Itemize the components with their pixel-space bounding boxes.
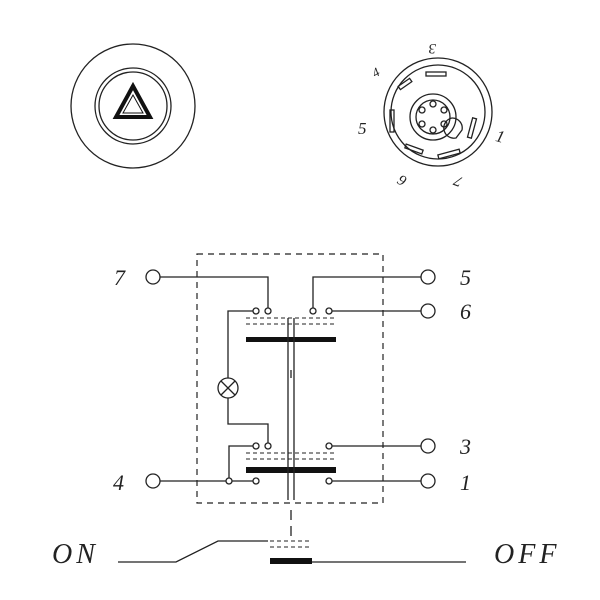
contact-point [252, 442, 260, 450]
lower-contact-bar [246, 467, 336, 473]
wire-lamp-upper [227, 310, 256, 378]
hazard-button-front-view [70, 43, 196, 169]
switch-position-indicator: ON OFF [52, 539, 560, 570]
actuator-shaft [287, 318, 295, 536]
center-pin [418, 106, 426, 114]
center-pin [440, 106, 448, 114]
terminal-3: 3 [420, 434, 471, 459]
contact-point [264, 442, 272, 450]
contact-point [325, 307, 333, 315]
position-label-on: ON [52, 539, 99, 570]
junction-point [225, 477, 233, 485]
pin-label-5: 5 [358, 119, 367, 138]
connector-outer-ring [383, 57, 493, 167]
switch-housing-outline [196, 253, 384, 504]
connector-center-recess [415, 99, 451, 135]
connector-rear-view: 3 4 5 1 6 7 [358, 40, 507, 189]
blade-contact [425, 71, 447, 77]
pin-label-7: 7 [451, 171, 465, 189]
wire-terminal-7 [160, 276, 269, 311]
center-pin [429, 100, 437, 108]
upper-contact-bar [246, 337, 336, 342]
button-inner-ring [94, 67, 172, 145]
connector-inner-ring [390, 64, 486, 160]
lower-contact-set [225, 442, 336, 485]
terminal-label-3: 3 [459, 434, 471, 459]
keying-notch [443, 117, 463, 139]
wire-terminal-4-branch [228, 445, 256, 481]
button-cap [98, 71, 168, 141]
terminal-7: 7 [114, 265, 161, 290]
contact-point [325, 442, 333, 450]
terminal-label-4: 4 [113, 470, 124, 495]
center-pin [429, 126, 437, 134]
pin-label-1: 1 [494, 126, 507, 147]
blade-contact [466, 117, 478, 139]
contact-point [264, 307, 272, 315]
wire-terminal-5 [312, 276, 421, 311]
wire-lamp-lower [227, 398, 269, 446]
terminal-label-7: 7 [114, 265, 126, 290]
switch-contact-bar [270, 558, 312, 564]
contact-point [309, 307, 317, 315]
connector-center-body [409, 93, 457, 141]
upper-contact-set [246, 307, 336, 342]
center-pin [418, 120, 426, 128]
pin-label-3: 3 [429, 40, 438, 56]
blade-contact [389, 109, 395, 133]
switch-schematic: 7 5 6 3 4 1 [113, 253, 471, 536]
pin-label-6: 6 [395, 171, 410, 189]
pin-label-4: 4 [369, 64, 383, 80]
terminal-label-6: 6 [460, 299, 471, 324]
on-position-lever [118, 540, 268, 563]
contact-point [252, 477, 260, 485]
terminal-5: 5 [420, 265, 471, 290]
contact-point [252, 307, 260, 315]
hazard-triangle-icon [112, 81, 154, 119]
position-label-off: OFF [494, 539, 560, 570]
contact-point [325, 477, 333, 485]
button-outer-ring [70, 43, 196, 169]
terminal-1: 1 [420, 470, 471, 495]
terminal-label-1: 1 [460, 470, 471, 495]
terminal-4: 4 [113, 470, 161, 495]
terminal-6: 6 [420, 299, 471, 324]
blade-contact [397, 77, 413, 91]
blade-contact [404, 143, 424, 155]
blade-contact [437, 148, 461, 160]
terminal-label-5: 5 [460, 265, 471, 290]
indicator-lamp-icon [217, 377, 239, 399]
